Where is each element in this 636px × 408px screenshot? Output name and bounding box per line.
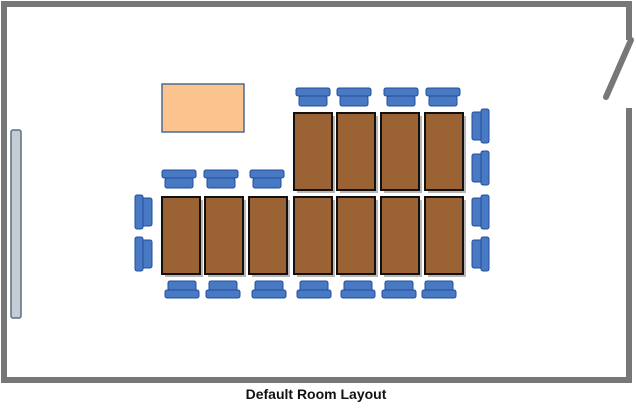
room-walls — [1, 1, 632, 383]
conference-table-7 — [248, 196, 288, 275]
chair-icon — [471, 150, 490, 186]
chair-icon — [295, 87, 331, 107]
chair-back — [296, 289, 332, 299]
chair-seat — [298, 95, 328, 107]
chair-seat — [164, 177, 194, 189]
chair-icon — [425, 87, 461, 107]
chair-icon — [340, 280, 376, 299]
chair-icon — [471, 194, 490, 230]
side-table — [161, 83, 245, 133]
chair-back — [480, 236, 490, 272]
chair-icon — [381, 280, 417, 299]
chairs — [134, 87, 490, 299]
chair-icon — [249, 169, 285, 189]
chair-icon — [471, 236, 490, 272]
chair-back — [381, 289, 417, 299]
chair-icon — [161, 169, 197, 189]
chair-back — [480, 150, 490, 186]
chair-back — [164, 289, 200, 299]
chair-back — [134, 236, 144, 272]
chair-back — [251, 289, 287, 299]
chair-icon — [203, 169, 239, 189]
chair-back — [295, 87, 331, 97]
chair-seat — [428, 95, 458, 107]
chair-seat — [339, 95, 369, 107]
conference-table-6 — [204, 196, 244, 275]
chair-back — [336, 87, 372, 97]
chair-back — [161, 169, 197, 179]
conference-table-1 — [293, 112, 333, 191]
chair-icon — [471, 108, 490, 144]
chair-icon — [251, 280, 287, 299]
chair-back — [134, 194, 144, 230]
conference-table-9 — [336, 196, 376, 275]
door-leaf — [603, 37, 634, 100]
chair-back — [249, 169, 285, 179]
conference-tables — [161, 112, 466, 277]
chair-back — [383, 87, 419, 97]
chair-seat — [386, 95, 416, 107]
conference-table-4 — [424, 112, 464, 191]
chair-seat — [252, 177, 282, 189]
door-icon — [603, 37, 634, 100]
chair-back — [480, 108, 490, 144]
chair-icon — [205, 280, 241, 299]
chair-icon — [421, 280, 457, 299]
chair-icon — [134, 236, 153, 272]
chair-icon — [383, 87, 419, 107]
chair-back — [421, 289, 457, 299]
chair-icon — [296, 280, 332, 299]
side-table-top — [161, 83, 245, 133]
conference-table-10 — [380, 196, 420, 275]
conference-table-5 — [161, 196, 201, 275]
chair-back — [203, 169, 239, 179]
chair-icon — [336, 87, 372, 107]
conference-table-8 — [293, 196, 333, 275]
conference-table-2 — [336, 112, 376, 191]
chair-back — [425, 87, 461, 97]
chair-icon — [134, 194, 153, 230]
diagram-caption: Default Room Layout — [245, 386, 387, 402]
whiteboard-icon — [10, 129, 22, 319]
chair-back — [480, 194, 490, 230]
whiteboard — [10, 129, 22, 319]
chair-back — [205, 289, 241, 299]
chair-seat — [206, 177, 236, 189]
chair-back — [340, 289, 376, 299]
conference-table-3 — [380, 112, 420, 191]
conference-table-11 — [424, 196, 464, 275]
chair-icon — [164, 280, 200, 299]
wall-outline — [1, 1, 632, 383]
